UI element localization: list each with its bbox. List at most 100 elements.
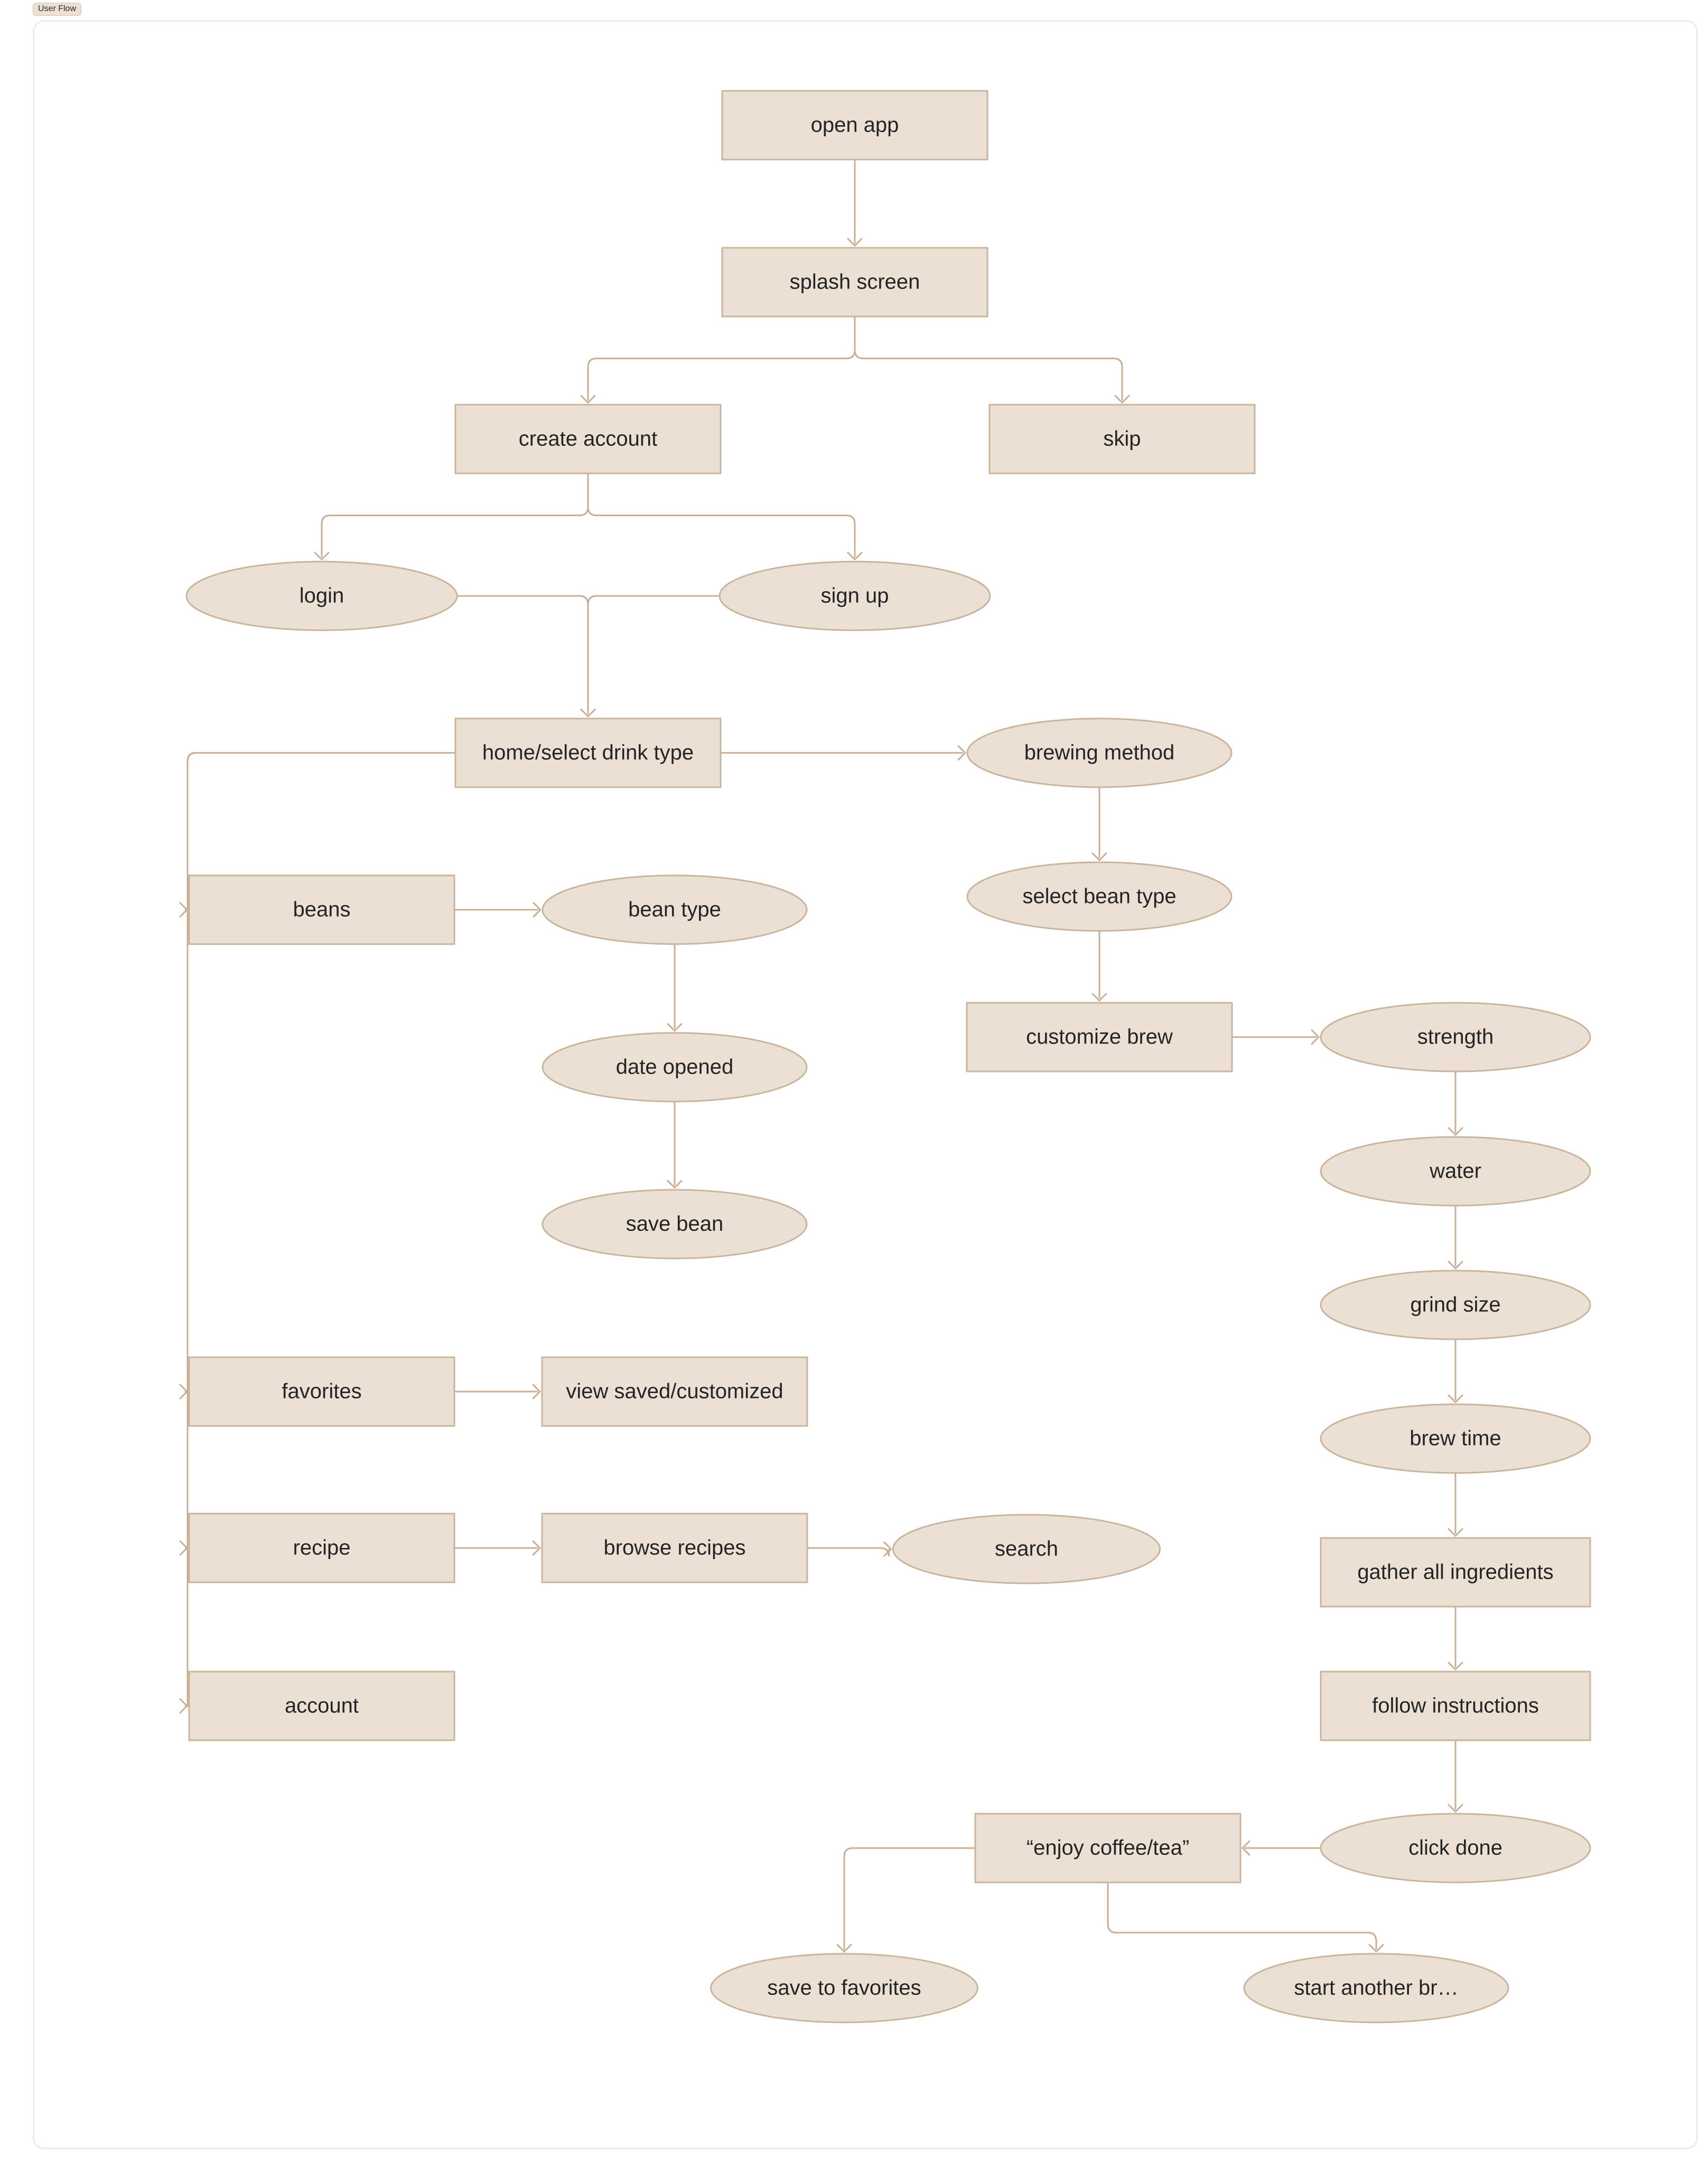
node-gather[interactable]: gather all ingredients: [1320, 1537, 1591, 1608]
edge-arrowhead: [179, 902, 188, 918]
edge-arrowhead: [1368, 1944, 1384, 1953]
node-enjoy[interactable]: “enjoy coffee/tea”: [974, 1813, 1242, 1883]
node-rect[interactable]: [188, 1671, 455, 1741]
edge-arrowhead: [1242, 1840, 1250, 1856]
node-ellipse[interactable]: [718, 561, 991, 631]
node-recipe[interactable]: recipe: [188, 1513, 455, 1583]
node-follow[interactable]: follow instructions: [1320, 1671, 1591, 1741]
edge-arrowhead: [1448, 1261, 1463, 1270]
edge-arrowhead: [1448, 1804, 1463, 1813]
node-search[interactable]: search: [892, 1514, 1161, 1584]
node-sign_up[interactable]: sign up: [718, 561, 991, 631]
edge-arrowhead: [883, 1541, 892, 1557]
node-ellipse[interactable]: [1320, 1270, 1591, 1340]
edge-arrowhead: [1448, 1127, 1463, 1136]
node-ellipse[interactable]: [1243, 1953, 1509, 2023]
edge-arrowhead: [314, 552, 330, 561]
node-save_bean[interactable]: save bean: [542, 1189, 808, 1260]
node-rect[interactable]: [966, 1002, 1233, 1072]
edge-arrowhead: [179, 1698, 188, 1714]
edge-arrowhead: [179, 1540, 188, 1556]
edge-arrowhead: [179, 1384, 188, 1400]
node-ellipse[interactable]: [1320, 1813, 1591, 1883]
node-rect[interactable]: [541, 1513, 808, 1583]
edge-create_account>login: [321, 473, 589, 557]
node-rect[interactable]: [188, 1513, 455, 1583]
node-save_favorites[interactable]: save to favorites: [710, 1953, 978, 2023]
node-rect[interactable]: [1320, 1671, 1591, 1741]
node-ellipse[interactable]: [542, 1032, 808, 1103]
edge-arrowhead: [580, 708, 596, 717]
node-start_another[interactable]: start another br…: [1243, 1953, 1509, 2023]
node-ellipse[interactable]: [892, 1514, 1161, 1584]
edge-arrowhead: [667, 1180, 683, 1189]
node-ellipse[interactable]: [1320, 1403, 1591, 1474]
edge-arrowhead: [1091, 852, 1107, 861]
node-ellipse[interactable]: [542, 1189, 808, 1260]
node-home[interactable]: home/select drink type: [454, 717, 722, 788]
user-flow-tab[interactable]: User Flow: [33, 3, 82, 16]
node-browse_recipes[interactable]: browse recipes: [541, 1513, 808, 1583]
node-beans[interactable]: beans: [188, 874, 455, 945]
node-select_bean[interactable]: select bean type: [966, 861, 1233, 932]
edge-arrowhead: [532, 1540, 541, 1556]
edge-sign_up>home: [587, 595, 720, 714]
node-view_saved[interactable]: view saved/customized: [541, 1356, 808, 1427]
node-bean_type[interactable]: bean type: [542, 874, 808, 945]
edge-arrowhead: [1311, 1029, 1320, 1045]
node-account[interactable]: account: [188, 1671, 455, 1741]
node-favorites[interactable]: favorites: [188, 1356, 455, 1427]
node-rect[interactable]: [721, 90, 988, 161]
edge-arrowhead: [1448, 1528, 1463, 1537]
node-rect[interactable]: [454, 717, 722, 788]
edge-layer: [179, 160, 1463, 1953]
node-layer: open app splash screen create account skip l…: [185, 90, 1591, 2023]
edge-enjoy>start_another: [1107, 1882, 1377, 1950]
node-create_account[interactable]: create account: [454, 404, 722, 474]
edge-splash_screen>create_account: [587, 316, 856, 400]
edge-enjoy>save_favorites: [843, 1847, 975, 1950]
node-ellipse[interactable]: [966, 861, 1233, 932]
edge-home>favorites: [185, 752, 455, 1393]
edge-arrowhead: [847, 552, 863, 561]
node-grind_size[interactable]: grind size: [1320, 1270, 1591, 1340]
node-ellipse[interactable]: [185, 561, 458, 631]
node-rect[interactable]: [541, 1356, 808, 1427]
node-rect[interactable]: [721, 247, 988, 318]
node-customize_brew[interactable]: customize brew: [966, 1002, 1233, 1072]
node-rect[interactable]: [1320, 1537, 1591, 1608]
node-brewing_method[interactable]: brewing method: [966, 717, 1233, 788]
edge-arrowhead: [1091, 993, 1107, 1002]
edge-splash_screen>skip: [854, 316, 1123, 400]
edge-create_account>sign_up: [587, 473, 856, 557]
edge-arrowhead: [532, 1384, 541, 1400]
node-rect[interactable]: [188, 1356, 455, 1427]
edge-home>recipe: [185, 752, 455, 1549]
node-ellipse[interactable]: [1320, 1136, 1591, 1207]
node-ellipse[interactable]: [542, 874, 808, 945]
node-open_app[interactable]: open app: [721, 90, 988, 161]
node-date_opened[interactable]: date opened: [542, 1032, 808, 1103]
edge-arrowhead: [667, 1023, 683, 1032]
node-rect[interactable]: [188, 874, 455, 945]
node-ellipse[interactable]: [966, 717, 1233, 788]
edge-home>account: [185, 752, 455, 1707]
edge-arrowhead: [957, 745, 966, 761]
node-ellipse[interactable]: [710, 1953, 978, 2023]
node-rect[interactable]: [974, 1813, 1242, 1883]
node-login[interactable]: login: [185, 561, 458, 631]
node-rect[interactable]: [454, 404, 722, 474]
node-strength[interactable]: strength: [1320, 1002, 1591, 1072]
node-splash_screen[interactable]: splash screen: [721, 247, 988, 318]
page-frame: [33, 20, 1698, 2149]
edge-arrowhead: [580, 395, 596, 404]
node-rect[interactable]: [988, 404, 1256, 474]
node-water[interactable]: water: [1320, 1136, 1591, 1207]
node-skip[interactable]: skip: [988, 404, 1256, 474]
node-click_done[interactable]: click done: [1320, 1813, 1591, 1883]
edge-arrowhead: [847, 238, 863, 247]
node-ellipse[interactable]: [1320, 1002, 1591, 1072]
node-brew_time[interactable]: brew time: [1320, 1403, 1591, 1474]
